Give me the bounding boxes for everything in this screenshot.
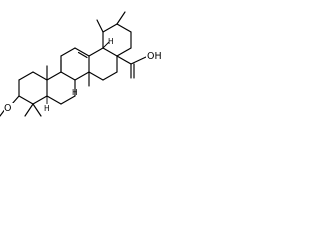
ring-a <box>18 71 48 105</box>
ring-c <box>60 47 90 81</box>
methyl-groups <box>24 11 126 117</box>
ring-b <box>46 71 76 105</box>
atom-labels: OH O H H H <box>4 37 162 114</box>
h-5-label: H <box>44 104 50 113</box>
h-9-label: H <box>72 88 78 97</box>
carboxylic-acid <box>116 55 147 79</box>
hydroxyl-label: OH <box>147 51 162 62</box>
ring-e <box>102 23 132 57</box>
h-18-label: H <box>108 37 114 46</box>
ring-d <box>88 47 118 81</box>
methoxy-oxygen-label: O <box>4 103 11 114</box>
structure-diagram: OH O H H H <box>0 11 162 117</box>
stereo-hashes <box>46 41 110 104</box>
